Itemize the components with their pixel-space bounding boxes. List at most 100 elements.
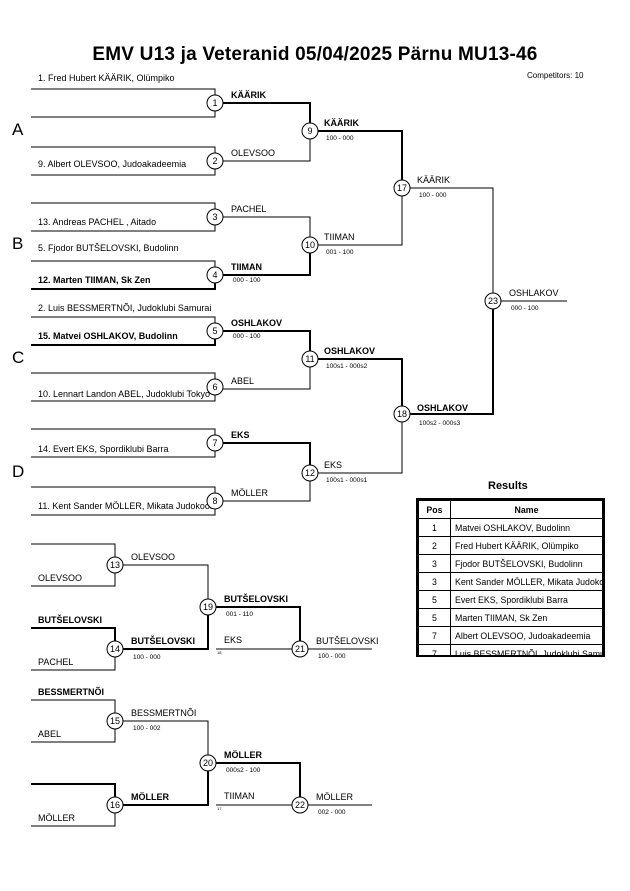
bracket-line: [31, 509, 216, 516]
match-score: 100s1 - 000s1: [326, 477, 368, 484]
results-name: Fjodor BUTŠELOVSKI, Budolinn: [450, 554, 603, 573]
bracket-line: [223, 481, 311, 502]
results-pos: 2: [418, 536, 451, 555]
match-score: 100s2 - 000s3: [419, 420, 461, 427]
entry-label: 2. Luis BESSMERTNÕI, Judoklubi Samurai: [38, 303, 211, 313]
entry-label: 5. Fjodor BUTŠELOVSKI, Budolinn: [38, 243, 179, 253]
results-pos: 3: [418, 572, 451, 591]
results-name: Albert OLEVSOO, Judoakadeemia: [450, 626, 603, 645]
bracket-line: [31, 146, 216, 153]
bracket-line: [223, 367, 311, 390]
pool-label-b: B: [12, 234, 24, 253]
entry-label: 15. Matvei OSHLAKOV, Budolinn: [38, 331, 178, 341]
match-winner: ABEL: [231, 376, 254, 386]
match-number: 14: [110, 644, 120, 654]
bracket-line: [31, 316, 216, 323]
rep-entry: BUTŠELOVSKI: [38, 614, 102, 625]
match-number: 22: [295, 800, 305, 810]
match-number: 20: [203, 758, 213, 768]
match-score: 000 - 100: [233, 333, 261, 340]
match-winner: EKS: [231, 430, 250, 440]
match-winner: OLEVSOO: [231, 148, 275, 158]
match-number: 18: [397, 409, 407, 419]
rep-winner: BUTŠELOVSKI: [224, 593, 288, 604]
bracket-line: [31, 451, 216, 458]
bracket-line: [318, 196, 403, 246]
bracket-line: [31, 573, 116, 587]
results-pos: 7: [418, 626, 451, 645]
pool-label-a: A: [12, 120, 24, 139]
bracket-line: [223, 330, 311, 351]
match-number: 19: [203, 602, 213, 612]
match-number: 21: [295, 644, 305, 654]
match-number: 16: [110, 800, 120, 810]
match-winner: EKS: [324, 460, 342, 470]
entry-label: 13. Andreas PACHEL , Aitado: [38, 217, 156, 227]
bracket-line: [216, 804, 301, 813]
match-number: 4: [212, 270, 217, 280]
bracket-line: [31, 339, 216, 346]
match-winner: OSHLAKOV: [231, 318, 282, 328]
bracket-line: [31, 699, 116, 713]
final-winner: OSHLAKOV: [509, 288, 559, 298]
bracket-line: [31, 169, 216, 176]
match-winner: KÄÄRIK: [417, 175, 450, 185]
bracket-line: [123, 720, 209, 755]
bracket-line: [31, 395, 216, 402]
rep-winner: BUTŠELOVSKI: [131, 635, 195, 646]
rep-winner: OLEVSOO: [131, 552, 175, 562]
results-pos: 7: [418, 644, 451, 655]
results-name: Kent Sander MÖLLER, Mikata Judokool: [450, 572, 603, 591]
results-name: Fred Hubert KÄÄRIK, Olümpiko: [450, 536, 603, 555]
results-name: Marten TIIMAN, Sk Zen: [450, 608, 603, 627]
entry-label: 1. Fred Hubert KÄÄRIK, Olümpiko: [38, 73, 175, 83]
match-number: 15: [110, 716, 120, 726]
results-title: Results: [488, 480, 528, 492]
match-number: 17: [397, 183, 407, 193]
match-winner: KÄÄRIK: [231, 90, 266, 100]
match-number: 9: [307, 126, 312, 136]
bracket-line: [31, 88, 216, 95]
results-pos: 5: [418, 608, 451, 627]
rep-entry: PACHEL: [38, 657, 73, 667]
bracket-line: [123, 615, 209, 650]
bracket-line: [31, 225, 216, 232]
match-score: 001 - 100: [326, 249, 354, 256]
match-number: 11: [305, 354, 314, 364]
match-number: 10: [305, 240, 315, 250]
bracket-line: [31, 111, 216, 118]
final-score: 000 - 100: [511, 305, 539, 312]
match-number: 7: [212, 438, 217, 448]
bracket-line: [123, 564, 209, 599]
entry-label: 10. Lennart Landon ABEL, Judoklubi Tokyo: [38, 389, 210, 399]
match-score: 000 - 100: [233, 277, 261, 284]
rep-drop-from: 17: [217, 806, 222, 811]
bracket-line: [223, 139, 311, 162]
bracket-line: [31, 202, 216, 209]
match-number: 3: [212, 212, 217, 222]
match-number: 23: [488, 296, 498, 306]
bracket-line: [223, 216, 311, 237]
results-name: Matvei OSHLAKOV, Budolinn: [450, 518, 603, 537]
match-number: 8: [212, 496, 217, 506]
bracket-line: [31, 813, 116, 827]
bracket-line: [31, 283, 216, 290]
match-winner: TIIMAN: [324, 232, 355, 242]
rep-drop: EKS: [224, 635, 242, 645]
rep-drop-from: 18: [217, 650, 222, 655]
match-winner: TIIMAN: [231, 262, 262, 272]
competitors-count: Competitors: 10: [527, 71, 584, 80]
pool-label-c: C: [12, 348, 25, 367]
rep-score: 000s2 - 100: [226, 767, 261, 774]
results-name: Luis BESSMERTNÕI, Judoklubi Samurai: [450, 644, 603, 655]
page-title: EMV U13 ja Veteranid 05/04/2025 Pärnu MU…: [92, 44, 538, 65]
match-winner: PACHEL: [231, 204, 266, 214]
match-winner: OSHLAKOV: [417, 403, 468, 413]
match-node: [206, 378, 224, 396]
